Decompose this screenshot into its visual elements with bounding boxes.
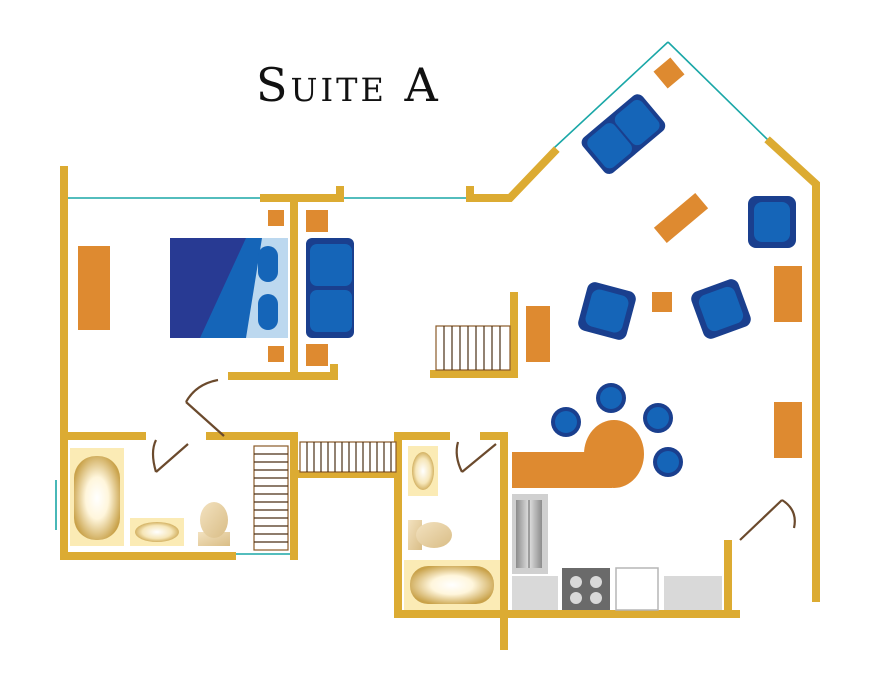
sofa-icon (306, 238, 354, 338)
armchair-icon (578, 282, 636, 340)
sink-icon (408, 446, 438, 496)
refrigerator-icon (512, 494, 548, 574)
armchair-icon (748, 196, 796, 248)
toilet-icon (198, 502, 230, 546)
counter (512, 576, 722, 610)
page-title: Suite A (256, 58, 441, 112)
sofa-icon (581, 94, 666, 174)
armchair-icon (691, 279, 751, 339)
stairs-icon (435, 325, 511, 371)
bed-icon (170, 238, 288, 338)
bathtub-icon (404, 560, 500, 610)
stairs-icon (299, 441, 397, 473)
dining-table-icon (512, 420, 644, 488)
dishwasher (615, 567, 659, 611)
door-icon (151, 378, 796, 541)
sink-icon (130, 518, 184, 546)
side-table (526, 57, 709, 362)
bathtub-icon (70, 448, 124, 546)
stove-icon (562, 568, 610, 610)
cabinet (774, 266, 802, 458)
dresser (78, 246, 110, 330)
toilet-icon (408, 520, 452, 550)
stairs-icon (253, 445, 289, 551)
walls (60, 136, 820, 650)
dining-chair (551, 383, 683, 477)
nightstand (268, 210, 328, 366)
